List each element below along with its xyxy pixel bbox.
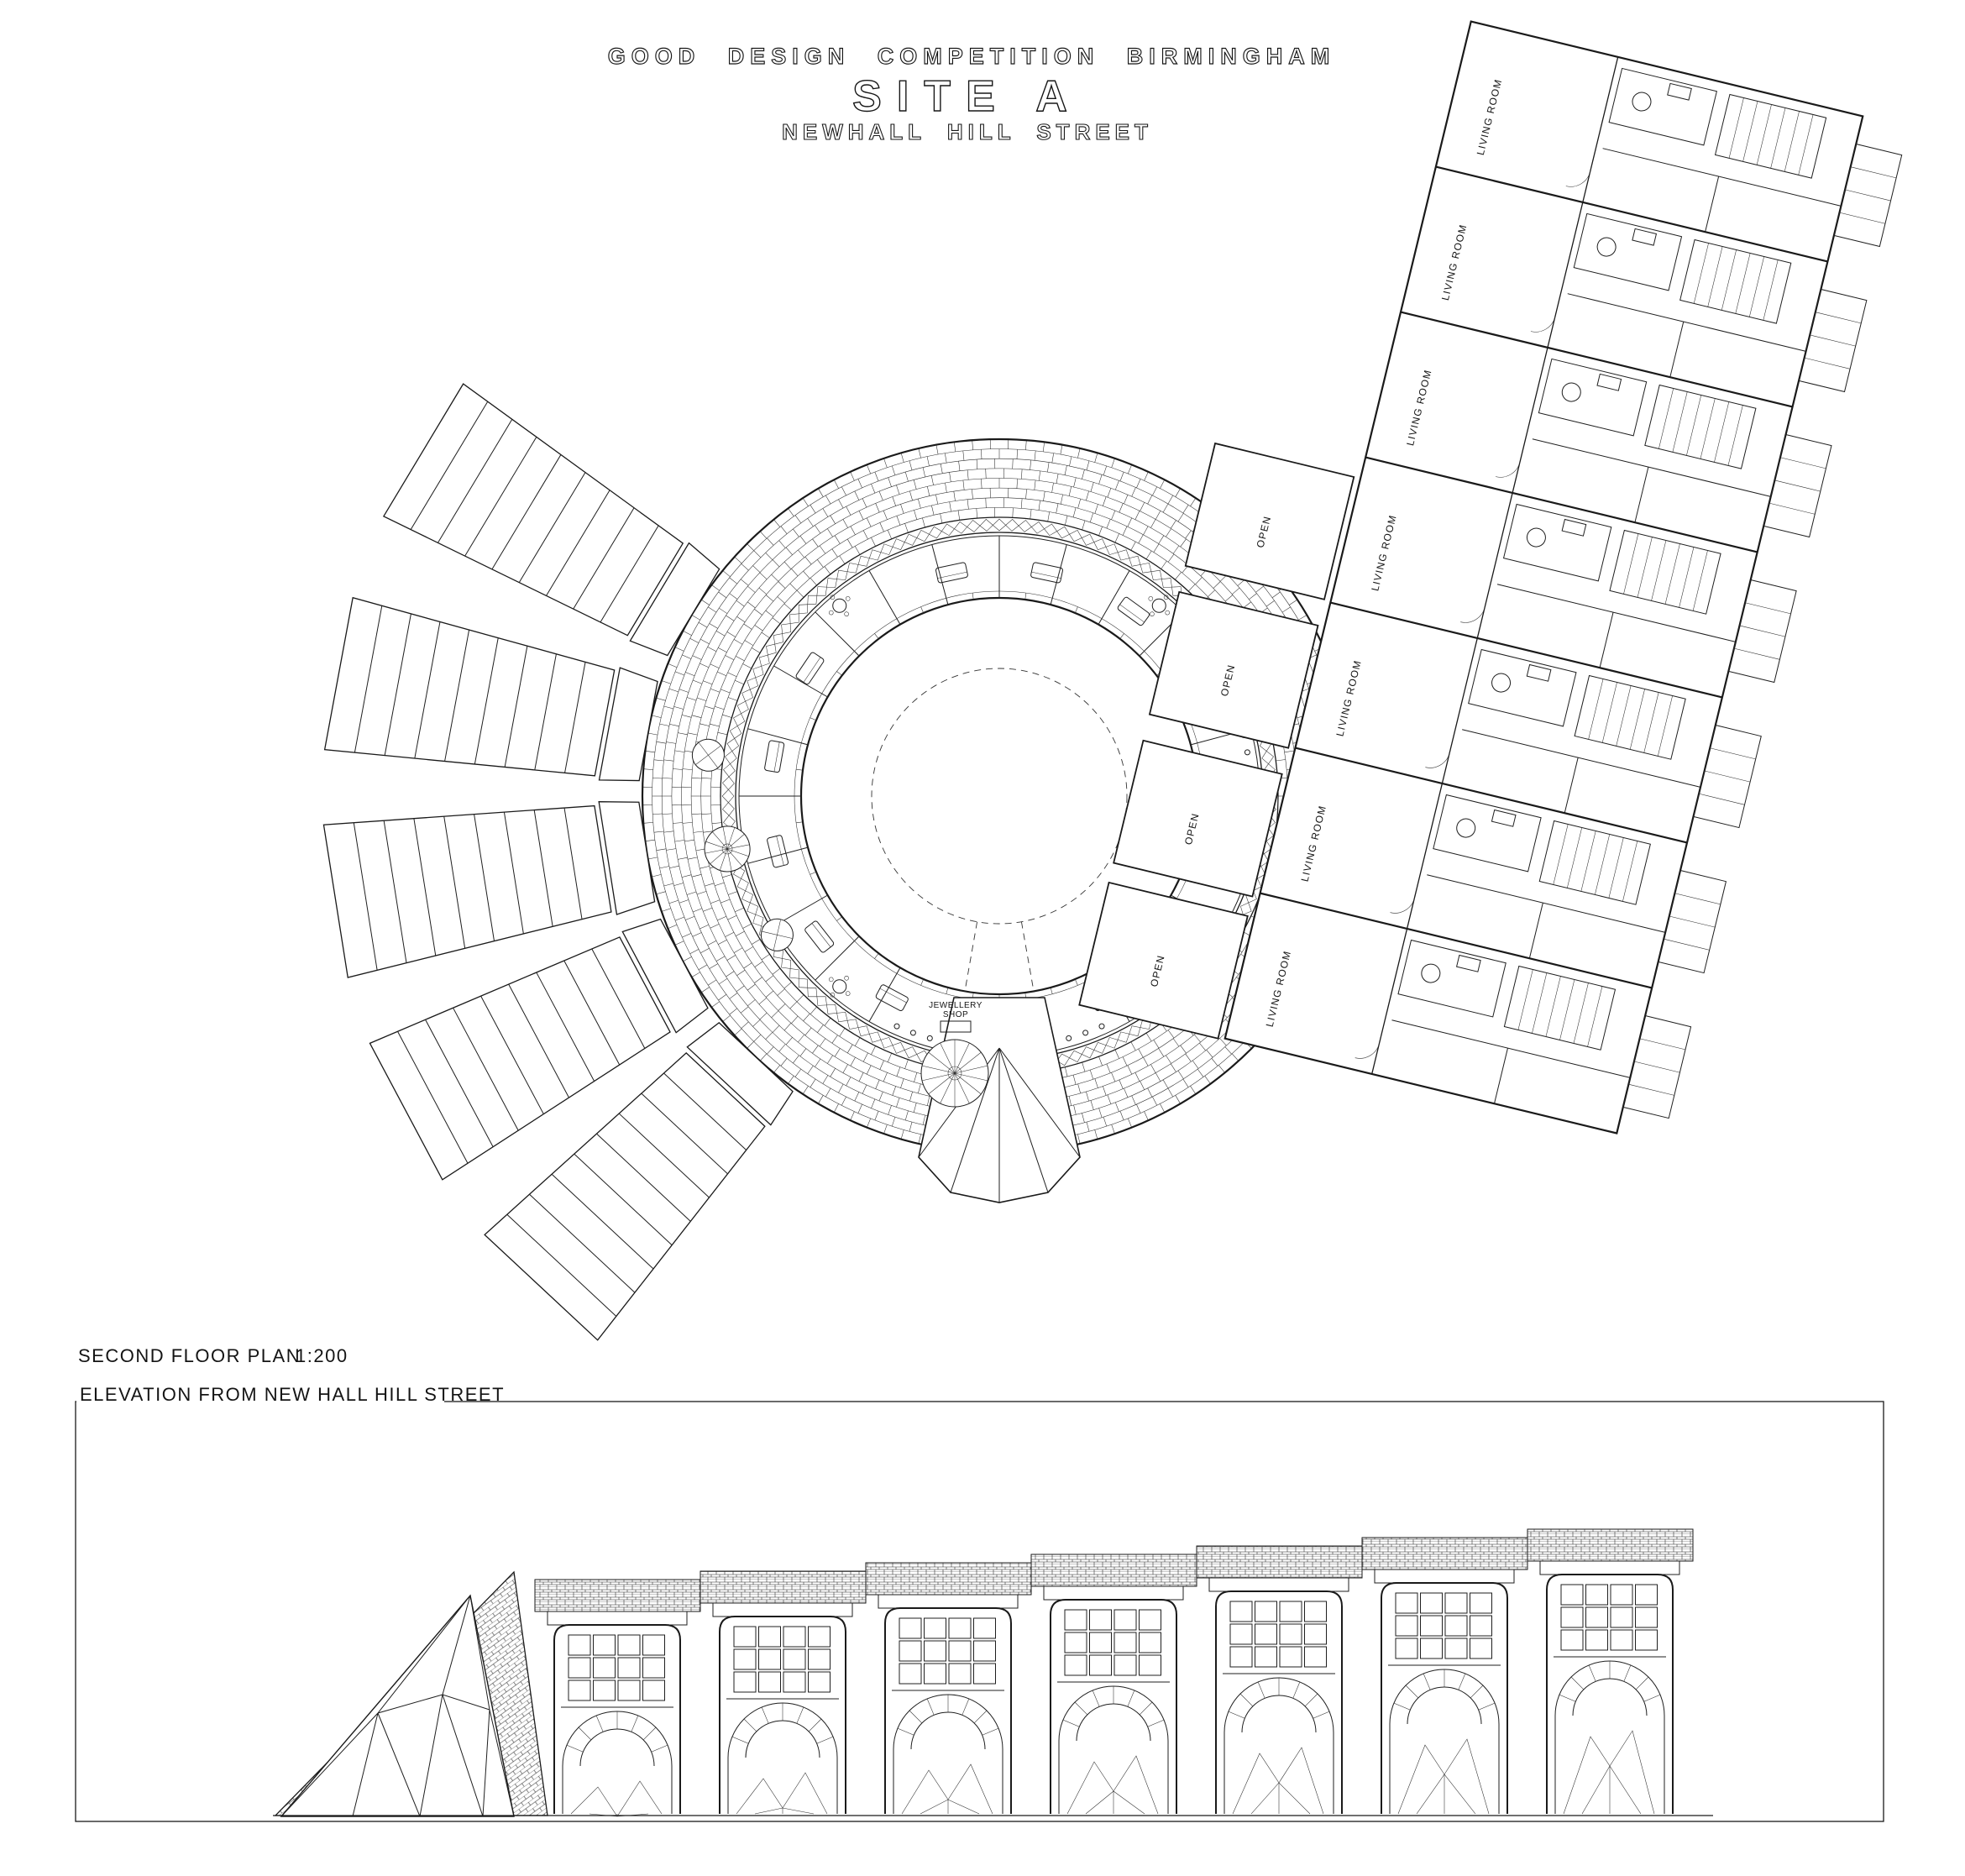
elevation-bay	[700, 1570, 867, 1815]
elevation-bay	[865, 1562, 1032, 1815]
furniture	[1117, 596, 1150, 626]
elevation-border	[75, 1401, 1884, 1822]
plan-caption: SECOND FLOOR PLAN	[78, 1345, 301, 1366]
stair-ramp	[322, 801, 656, 978]
rooflight-circle	[691, 738, 725, 772]
open-court: OPEN	[1113, 739, 1283, 898]
furniture	[804, 920, 835, 953]
furniture	[764, 740, 785, 773]
spiral-stair	[704, 825, 751, 872]
faceted-dome	[280, 1594, 515, 1817]
table	[829, 595, 851, 616]
table	[1148, 595, 1170, 616]
stair-ramp	[323, 596, 658, 782]
competition-title: GOOD DESIGN COMPETITION BIRMINGHAM	[608, 44, 1336, 69]
furniture	[1030, 562, 1063, 584]
furniture	[767, 835, 789, 868]
elevation-caption-bg	[76, 1387, 444, 1403]
entrance-spiral-stair	[920, 1039, 989, 1108]
rooflight-circle	[760, 918, 794, 951]
entrance-pavilion	[918, 997, 1081, 1203]
elevation-caption: ELEVATION FROM NEW HALL HILL STREET	[80, 1384, 505, 1405]
furniture	[935, 562, 968, 584]
title-block: GOOD DESIGN COMPETITION BIRMINGHAM SITE …	[607, 43, 1336, 144]
elevation-bay	[1030, 1554, 1197, 1815]
open-court: OPEN	[1184, 442, 1355, 600]
stair-ramp	[484, 1022, 794, 1341]
elevation-bay	[1361, 1537, 1528, 1815]
street-title: NEWHALL HILL STREET	[782, 119, 1153, 144]
shop-label-box	[940, 1020, 972, 1033]
open-court: OPEN	[1078, 881, 1249, 1040]
stair-ramp	[382, 383, 720, 657]
plan-scale: 1:200	[296, 1345, 348, 1366]
table	[829, 976, 851, 998]
elevation-bay	[534, 1579, 701, 1817]
open-court: OPEN	[1148, 590, 1319, 749]
elevation-bay	[1196, 1545, 1363, 1815]
elevation-drawing: SECOND FLOOR PLAN 1:200 ELEVATION FROM N…	[75, 1345, 1884, 1822]
furniture	[875, 984, 909, 1012]
elevation-bay	[1527, 1528, 1694, 1815]
stair-ramp	[369, 918, 709, 1181]
furniture	[795, 652, 825, 685]
site-title: SITE A	[852, 72, 1082, 121]
